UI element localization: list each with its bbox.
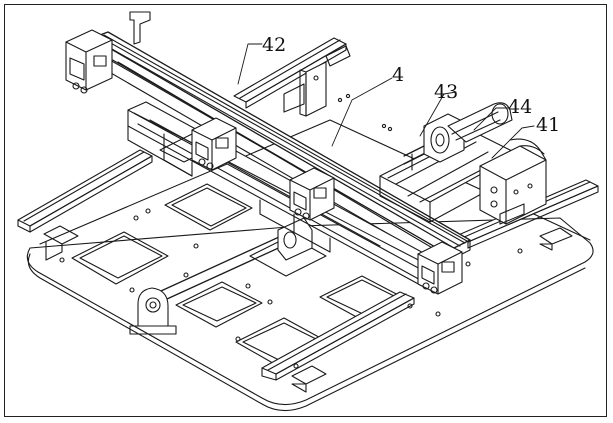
label-43: 43 bbox=[434, 81, 459, 103]
belt-drive bbox=[447, 102, 513, 143]
gripper-module-2 bbox=[191, 117, 237, 171]
rear-bracket bbox=[283, 61, 327, 117]
label-41: 41 bbox=[536, 114, 561, 136]
motor-housing bbox=[479, 138, 547, 225]
front-linear-rail bbox=[261, 291, 415, 393]
gripper-module-4 bbox=[417, 241, 463, 295]
label-42: 42 bbox=[262, 34, 287, 56]
leader-lines bbox=[237, 43, 535, 159]
drawing-frame bbox=[4, 4, 607, 417]
gripper-module-3 bbox=[289, 167, 335, 221]
left-linear-rail bbox=[17, 149, 153, 261]
gripper-module-1 bbox=[65, 11, 151, 94]
rear-linear-rail bbox=[233, 37, 351, 109]
mounting-holes bbox=[59, 93, 523, 369]
label-44: 44 bbox=[508, 96, 533, 118]
label-4: 4 bbox=[392, 64, 405, 86]
